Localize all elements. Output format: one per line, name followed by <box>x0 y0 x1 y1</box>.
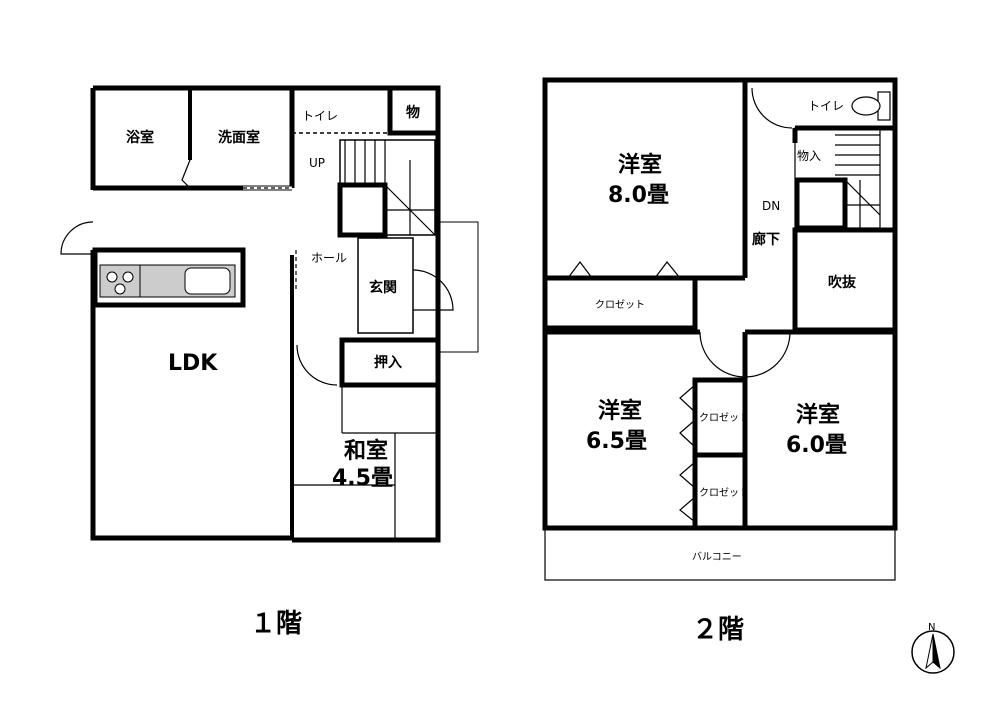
storage2-label: 物入 <box>797 149 821 163</box>
stove-icon <box>99 264 141 298</box>
toilet-label: トイレ <box>302 109 338 123</box>
stair2-block <box>794 177 848 231</box>
up-label: UP <box>309 156 325 170</box>
corridor-label: 廊下 <box>752 231 780 248</box>
floor2-title: ２階 <box>692 615 744 645</box>
stair-landing <box>337 182 388 238</box>
sink-icon <box>139 264 236 298</box>
room60-size-label: 6.0畳 <box>786 433 847 458</box>
compass-icon <box>911 630 955 674</box>
washitsu-name-label: 和室 <box>344 438 388 464</box>
washitsu-door-swing <box>296 344 338 386</box>
toilet-door-swing <box>751 87 793 129</box>
dn-label: DN <box>762 199 780 213</box>
bath-label: 浴室 <box>126 129 154 146</box>
tatami-lines <box>292 385 438 540</box>
hall-label: ホール <box>311 251 347 265</box>
void-label: 吹抜 <box>828 274 857 291</box>
room60-name-label: 洋室 <box>796 402 840 428</box>
corridor-door-swing-2 <box>744 331 791 378</box>
floor2-plan <box>542 77 898 581</box>
closet-main-label: クロゼット <box>595 299 645 311</box>
floor1-title: １階 <box>250 609 302 639</box>
balcony-label: バルコニー <box>692 551 742 563</box>
entrance-door-swing <box>412 269 454 311</box>
room65-size-label: 6.5畳 <box>586 429 647 454</box>
washroom-door <box>181 159 191 189</box>
stair-treads <box>344 140 436 236</box>
washitsu-size-label: 4.5畳 <box>332 466 393 491</box>
floor1-plan <box>60 85 479 543</box>
closet-doors <box>567 261 681 279</box>
room8-name-label: 洋室 <box>618 152 662 178</box>
storage-label: 物 <box>406 104 420 121</box>
corridor-door-swing <box>699 331 746 378</box>
entrance-wall <box>357 237 414 334</box>
oshiire-label: 押入 <box>374 354 402 371</box>
room65-name-label: 洋室 <box>598 398 642 424</box>
compass-north-label: N <box>928 622 935 633</box>
closet-main-wall <box>545 278 698 331</box>
closet-b-wall <box>692 452 748 531</box>
porch <box>439 221 479 353</box>
room8-size-label: 8.0畳 <box>608 183 669 208</box>
closet-side-doors <box>679 384 696 523</box>
ldk-door-swing <box>60 221 94 255</box>
stair2-treads <box>835 134 881 228</box>
floor1-outer-wall <box>90 85 441 543</box>
closet-b-label: クロゼット <box>699 487 749 499</box>
toilet2-label: トイレ <box>808 99 844 113</box>
washroom-label: 洗面室 <box>218 129 260 146</box>
closet-a-label: クロゼット <box>699 412 749 424</box>
ldk-label: LDK <box>168 351 218 376</box>
storage-wall <box>387 85 441 136</box>
entrance-label: 玄関 <box>369 279 397 296</box>
toilet-fixture-icon <box>851 91 891 121</box>
oshiire-wall <box>339 337 441 388</box>
